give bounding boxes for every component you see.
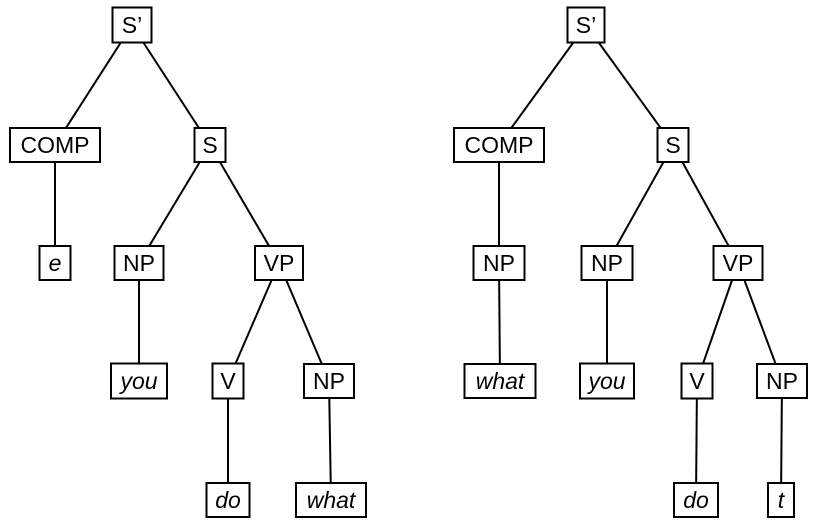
- tree-right-node-sp: S’: [566, 6, 606, 44]
- tree-left-node-comp: COMP: [9, 127, 101, 163]
- tree-left-node-what: what: [295, 482, 367, 518]
- tree-left-node-sp: S’: [111, 6, 153, 44]
- node-label: VP: [723, 250, 754, 276]
- tree-left-node-s: S: [193, 127, 227, 163]
- node-box: [193, 127, 227, 163]
- tree-edge-sp-s: [585, 24, 674, 146]
- node-label: what: [307, 487, 357, 513]
- node-label: VP: [264, 250, 295, 276]
- node-box: [110, 362, 168, 400]
- node-box: [205, 482, 251, 518]
- tree-left-node-do: do: [205, 482, 251, 518]
- node-label: NP: [591, 250, 623, 276]
- node-box: [463, 363, 537, 399]
- tree-right-node-np-comp: NP: [472, 245, 526, 281]
- node-label: V: [689, 368, 705, 394]
- tree-edge-sp-comp: [54, 24, 133, 146]
- node-box: [680, 362, 714, 400]
- tree-right: S’ COMP S NP NP VP what you V NP do t: [453, 6, 808, 518]
- node-box: [113, 245, 165, 281]
- node-box: [566, 6, 606, 44]
- tree-edge-sp-s: [131, 24, 211, 146]
- tree-left-node-you: you: [110, 362, 168, 400]
- tree-right-node-np-subj: NP: [580, 245, 634, 281]
- tree-left-node-np-obj: NP: [303, 363, 355, 399]
- node-box: [579, 362, 635, 400]
- node-box: [756, 363, 808, 399]
- node-label: V: [220, 368, 236, 394]
- tree-right-node-v: V: [680, 362, 714, 400]
- tree-edge-vp-np-obj: [278, 262, 330, 382]
- node-label: S: [665, 132, 680, 158]
- node-box: [111, 6, 153, 44]
- node-label: COMP: [21, 132, 90, 158]
- tree-edge-np-comp-what: [498, 262, 501, 382]
- node-box: [38, 245, 72, 281]
- node-box: [712, 245, 764, 281]
- tree-right-node-s: S: [656, 127, 690, 163]
- tree-edge-s-np-subj: [138, 144, 211, 264]
- tree-edge-vp-np-obj: [737, 262, 783, 382]
- tree-edge-s-np-subj: [606, 144, 674, 264]
- node-box: [580, 245, 634, 281]
- tree-left-node-e: e: [38, 245, 72, 281]
- node-label: e: [49, 250, 62, 276]
- tree-right-node-what: what: [463, 363, 537, 399]
- node-label: what: [476, 368, 526, 394]
- node-box: [472, 245, 526, 281]
- node-box: [767, 482, 795, 518]
- node-box: [254, 245, 304, 281]
- node-box: [295, 482, 367, 518]
- node-label: NP: [313, 368, 345, 394]
- node-box: [673, 482, 719, 518]
- node-label: NP: [766, 368, 798, 394]
- tree-edge-vp-v: [227, 262, 280, 382]
- node-label: COMP: [465, 132, 534, 158]
- node-box: [211, 362, 245, 400]
- node-box: [9, 127, 101, 163]
- node-box: [453, 127, 545, 163]
- node-label: do: [683, 487, 709, 513]
- node-label: NP: [483, 250, 515, 276]
- node-label: you: [118, 368, 157, 394]
- node-label: do: [215, 487, 241, 513]
- tree-right-node-vp: VP: [712, 245, 764, 281]
- tree-edge-s-vp: [209, 144, 280, 264]
- tree-right-node-you: you: [579, 362, 635, 400]
- tree-edge-s-vp: [672, 144, 739, 264]
- node-label: S: [202, 132, 217, 158]
- tree-edge-v-do: [695, 380, 698, 501]
- tree-right-node-do: do: [673, 482, 719, 518]
- tree-left-node-np-subj: NP: [113, 245, 165, 281]
- tree-right-node-t: t: [767, 482, 795, 518]
- node-label: S’: [576, 12, 596, 38]
- node-label: S’: [122, 12, 142, 38]
- node-label: t: [778, 487, 786, 513]
- tree-edge-np-obj-what: [328, 380, 332, 501]
- tree-right-node-comp: COMP: [453, 127, 545, 163]
- tree-left-node-v: V: [211, 362, 245, 400]
- tree-right-node-np-obj: NP: [756, 363, 808, 399]
- tree-left-node-vp: VP: [254, 245, 304, 281]
- node-label: NP: [123, 250, 155, 276]
- node-box: [656, 127, 690, 163]
- node-label: you: [586, 368, 625, 394]
- tree-edge-vp-v: [696, 262, 739, 382]
- tree-edge-np-obj-t: [780, 380, 783, 501]
- node-box: [303, 363, 355, 399]
- tree-edge-sp-comp: [498, 24, 587, 146]
